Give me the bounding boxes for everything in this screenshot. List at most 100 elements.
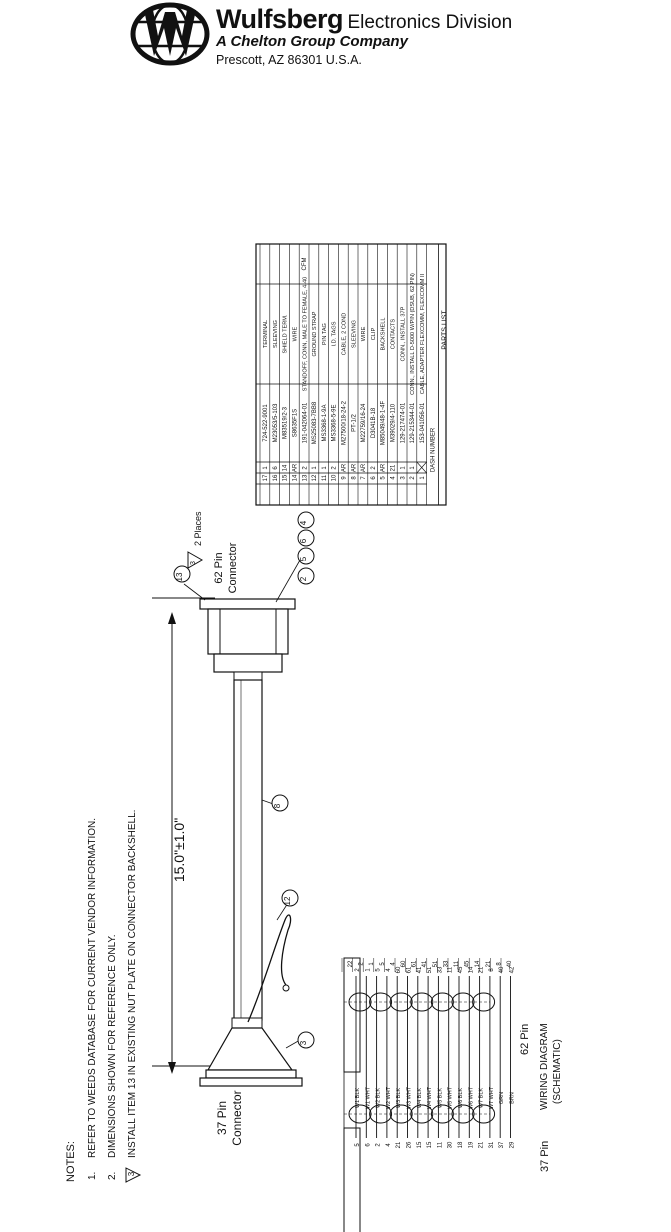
balloon-item-4 [297, 511, 315, 529]
balloon-item-5-label: 5 [299, 556, 308, 561]
parts-item-number: 12 [312, 474, 318, 481]
wiring-62-pin-label: 62 Pin [519, 1024, 531, 1055]
balloon-item-2-label: 2 [299, 576, 308, 581]
wire-left-pin: 26 [407, 1141, 413, 1148]
parts-qty: AR [381, 463, 387, 472]
parts-qty: AR [292, 463, 298, 472]
note-number-2: 2. [107, 1172, 118, 1180]
parts-item-number: 8 [351, 476, 357, 480]
parts-part-number: 153-041056-01 [420, 402, 426, 443]
parts-qty: 1 [400, 466, 406, 470]
wiring-diagram-title: WIRING DIAGRAM [539, 1023, 550, 1110]
company-address: Prescott, AZ 86301 U.S.A. [216, 53, 362, 67]
wire-right-pin: 41 [417, 966, 423, 973]
wire-right-pin: 14 [468, 966, 474, 973]
wiring-wire: GRN 37 40 [499, 966, 505, 1148]
wire-right-pin: 1 [365, 968, 371, 972]
wire-left-pin: 5 [355, 1143, 361, 1147]
parts-part-number: MS3368-1-9A [322, 404, 328, 441]
parts-part-number: 724-522-9001 [263, 404, 269, 442]
note-flag-3-label: 3 [190, 561, 197, 565]
wire-label: GRN [499, 1092, 505, 1104]
brand-line: Wulfsberg Electronics Division [216, 4, 512, 35]
header-text: Wulfsberg Electronics Division A Chelton… [216, 4, 512, 67]
note-flag-3-triangle [187, 551, 204, 569]
note-text-1: REFER TO WEEDS DATABASE FOR CURRENT VEND… [87, 818, 98, 1158]
wiring-62-pin-number: 14 [475, 960, 481, 967]
wiring-wire: W7 BLK 21 21 [479, 966, 485, 1148]
parts-description: SHIELD TERM. [283, 314, 289, 354]
parts-item-number: 3 [400, 476, 406, 480]
balloon-item-6-label: 6 [299, 538, 308, 543]
wire-left-pin: 21 [396, 1141, 402, 1148]
parts-part-number: M22759/16-24 [361, 403, 367, 442]
wire-label: W7 BLK [479, 1088, 485, 1109]
parts-description: SLEEVING [351, 320, 357, 348]
parts-description: I.D. TAGS [332, 321, 338, 346]
dimension-arrow-top [168, 612, 176, 624]
wire-label: W4 WHT [427, 1086, 433, 1109]
wiring-62-pin-number: 41 [422, 960, 428, 967]
wire-label: W5 BLK [437, 1088, 443, 1109]
parts-item-number: 14 [292, 474, 298, 481]
wire-right-pin: 42 [510, 966, 516, 973]
wire-right-pin: 40 [499, 966, 505, 973]
parts-qty: 6 [273, 466, 279, 470]
parts-dash-label: DASH NUMBER [431, 427, 437, 472]
wiring-62-pin-number: 61 [412, 960, 418, 967]
dimension-label: 15.0"±1.0" [171, 818, 187, 882]
parts-item-number: 2 [410, 476, 416, 480]
leader-item-13 [183, 583, 206, 601]
leader-item-12 [276, 902, 289, 921]
wire-right-pin: 21 [479, 966, 485, 973]
balloon-item-4-label: 4 [299, 520, 308, 525]
wiring-62-pin-block [343, 957, 361, 1073]
ground-strap [247, 914, 292, 1023]
parts-cfm: CFM [302, 258, 308, 271]
parts-item-number: 17 [263, 474, 269, 481]
wiring-62-pin-number: 51 [433, 960, 439, 967]
parts-qty: 1 [312, 466, 318, 470]
parts-part-number: 129-217474-01 [400, 402, 406, 443]
dimension-arrow-bottom [168, 1062, 176, 1074]
parts-part-number: M85049/48-1-4F [381, 400, 387, 445]
wire-right-pin: 2 [355, 968, 361, 972]
balloon-item-8-label: 8 [273, 803, 282, 808]
wiring-wire: BRN 29 42 [510, 966, 516, 1148]
parts-qty: 21 [390, 464, 396, 471]
wire-left-pin: 19 [468, 1141, 474, 1148]
wire-right-pin: 8 [489, 968, 495, 972]
balloon-item-2 [297, 567, 315, 585]
connector-62-label-line1: 62 Pin [213, 552, 225, 583]
parts-description: WIRE [292, 326, 298, 341]
parts-part-number: M23053/5-103 [273, 403, 279, 442]
balloon-item-12 [281, 889, 299, 907]
wire-label: W1 BLK [355, 1088, 361, 1109]
wire-left-pin: 21 [479, 1141, 485, 1148]
balloon-item-13 [173, 565, 191, 583]
wire-left-pin: 37 [499, 1141, 505, 1148]
wire-left-pin: 29 [510, 1141, 516, 1148]
wire-label: BRN [510, 1092, 516, 1104]
wire-label: W2 WHT [386, 1086, 392, 1109]
wire-left-pin: 30 [448, 1141, 454, 1148]
wiring-wire: W1 BLK 5 2 [355, 968, 361, 1147]
wire-left-pin: 2 [376, 1143, 382, 1147]
parts-part-number: 191-042064-01 [302, 402, 308, 443]
parts-part-number: S8635F1S [292, 409, 298, 437]
balloon-item-3-label: 3 [299, 1040, 308, 1045]
parts-part-number: MS3368-5-9E [332, 404, 338, 441]
parts-description: GROUND STRAP [312, 311, 318, 356]
